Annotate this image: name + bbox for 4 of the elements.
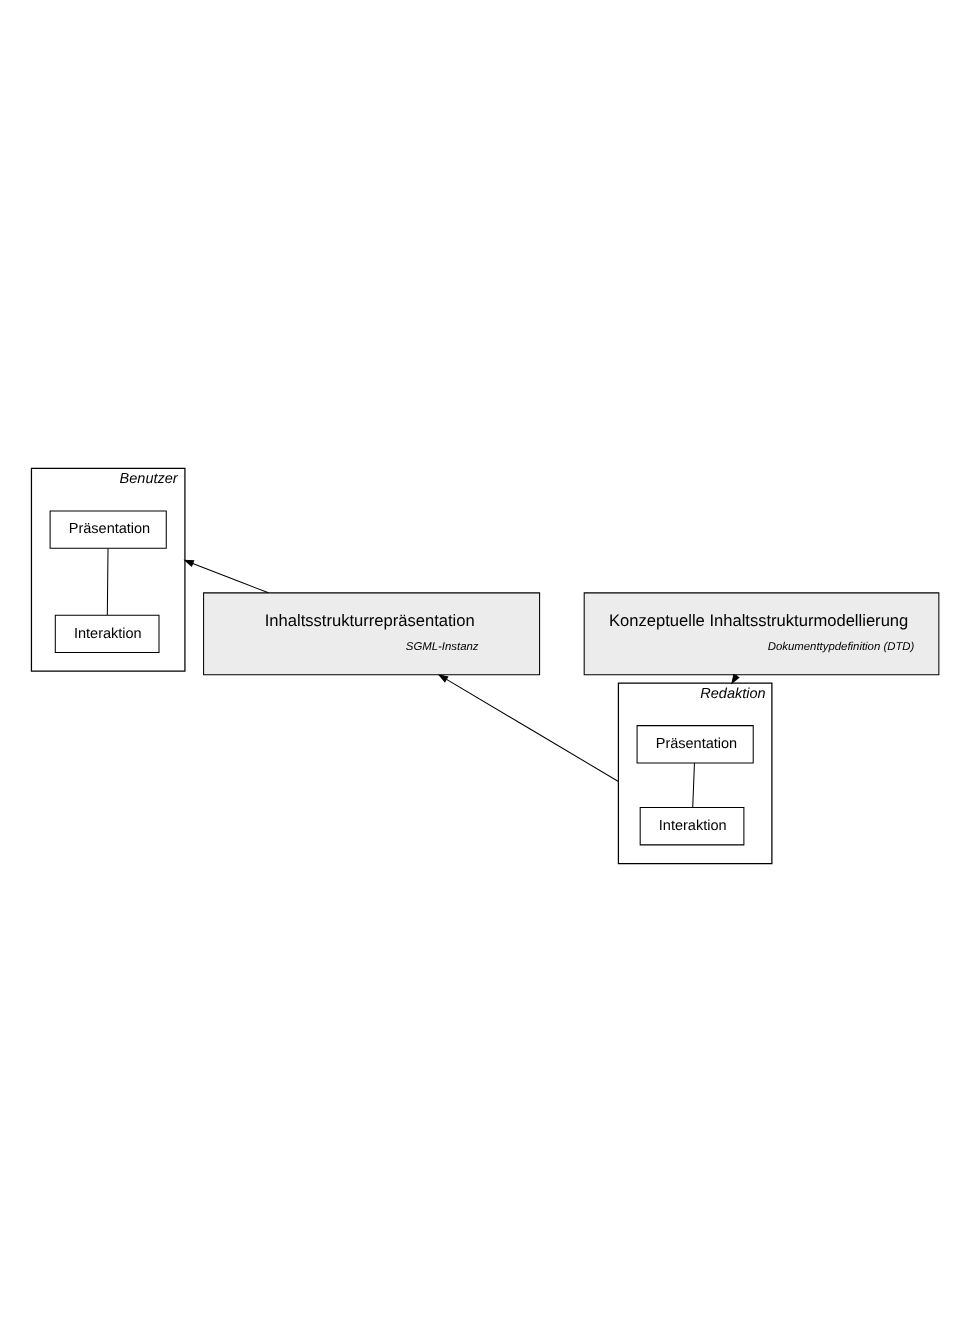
arrow — [436, 673, 618, 781]
connector — [105, 546, 108, 615]
connector — [691, 761, 694, 808]
arrow — [182, 558, 268, 593]
